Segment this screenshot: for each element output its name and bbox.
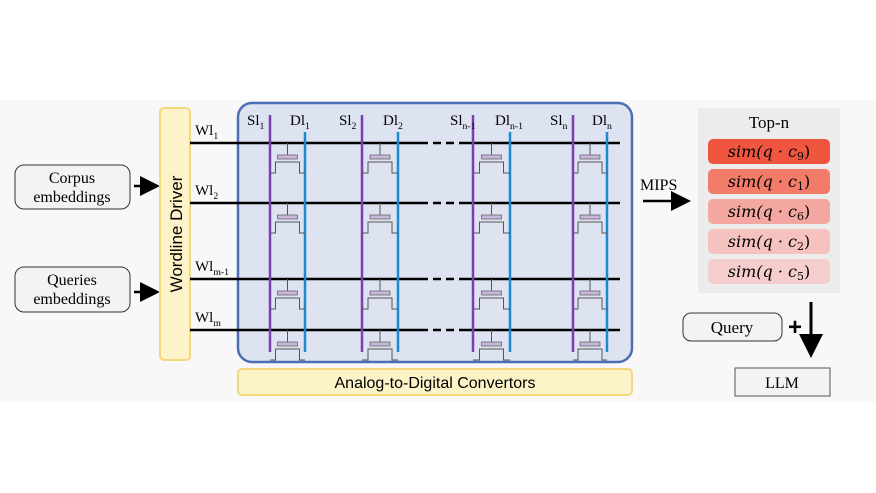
crossbar-array [236,101,634,364]
svg-text:Wordline Driver: Wordline Driver [167,175,186,292]
transistor-cell [473,143,510,174]
svg-text:sim(q · c2): sim(q · c2) [728,232,810,253]
query-box: Query [682,312,783,342]
transistor-cell [270,203,305,234]
transistor-cell [473,330,510,361]
data-line-label: Dl1 [290,113,310,132]
svg-text:sim(q · c5): sim(q · c5) [728,262,810,283]
transistor-cell [473,203,510,234]
source-line-label: Sln-1 [450,113,476,132]
topn-title: Top-n [749,113,790,132]
adc-bar: Analog-to-Digital Convertors [237,368,633,396]
topn-item: sim(q · c9) [708,139,830,164]
wordline-label: Wl1 [195,123,218,142]
topn-item: sim(q · c1) [708,169,830,194]
plus-sign: + [788,314,802,341]
transistor-cell [270,330,305,361]
data-line-label: Dln [592,113,612,132]
wordline-label: Wl2 [195,183,218,202]
svg-text:LLM: LLM [765,375,799,392]
topn-item: sim(q · c2) [708,229,830,254]
source-line-label: Sl1 [247,113,265,132]
transistor-cell [573,203,607,234]
data-line-label: Dl2 [383,113,403,132]
svg-text:Analog-to-Digital Convertors: Analog-to-Digital Convertors [335,375,536,392]
transistor-cell [362,279,398,310]
svg-text:sim(q · c9): sim(q · c9) [728,142,810,163]
mips-label: MIPS [640,177,677,194]
transistor-cell [473,279,510,310]
svg-text:embeddings: embeddings [33,291,110,308]
data-line-label: Dln-1 [495,113,523,132]
svg-text:sim(q · c1): sim(q · c1) [728,172,810,193]
source-line-label: Sl2 [339,113,357,132]
transistor-cell [270,279,305,310]
topn-item: sim(q · c5) [708,259,830,284]
llm-box: LLM [734,367,831,397]
transistor-cell [270,143,305,174]
topn-item: sim(q · c6) [708,199,830,224]
source-line-label: Sln [550,113,568,132]
svg-text:Corpus: Corpus [49,170,95,187]
transistor-cell [573,330,607,361]
transistor-cell [362,203,398,234]
svg-text:Queries: Queries [47,272,97,289]
svg-text:Query: Query [711,318,754,337]
wordline-label: Wlm-1 [195,259,229,278]
transistor-cell [362,330,398,361]
wordline-driver: Wordline Driver [159,107,191,361]
transistor-cell [573,143,607,174]
transistor-cell [362,143,398,174]
transistor-cell [573,279,607,310]
wordline-label: Wlm [195,310,221,329]
svg-text:sim(q · c6): sim(q · c6) [728,202,810,223]
corpus-embeddings-box: Corpus embeddings [14,164,131,210]
svg-text:embeddings: embeddings [33,189,110,206]
queries-embeddings-box: Queries embeddings [14,266,131,313]
